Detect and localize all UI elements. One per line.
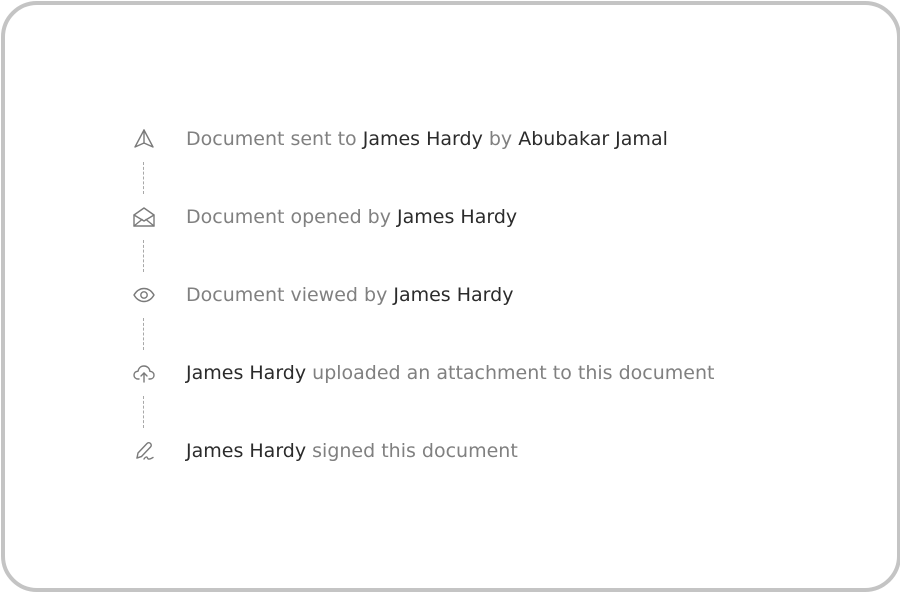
- timeline-event-uploaded: James Hardy uploaded an attachment to th…: [0, 358, 900, 388]
- cloud-upload-icon: [131, 361, 157, 385]
- event-description: James Hardy signed this document: [186, 440, 518, 462]
- timeline-event-sent: Document sent to James Hardy by Abubakar…: [0, 124, 900, 154]
- timeline-connector: [143, 240, 144, 272]
- envelope-open-icon: [131, 205, 157, 229]
- timeline-event-opened: Document opened by James Hardy: [0, 202, 900, 232]
- timeline-connector: [143, 162, 144, 194]
- event-text-part: signed this document: [306, 440, 518, 462]
- timeline-connector: [143, 396, 144, 428]
- event-description: Document sent to James Hardy by Abubakar…: [186, 128, 668, 150]
- actor-name: James Hardy: [186, 362, 307, 384]
- actor-name: James Hardy: [397, 206, 518, 228]
- send-icon: [131, 127, 157, 151]
- timeline-event-viewed: Document viewed by James Hardy: [0, 280, 900, 310]
- actor-name: Abubakar Jamal: [518, 128, 668, 150]
- event-text-part: uploaded an attachment to this document: [306, 362, 715, 384]
- event-description: James Hardy uploaded an attachment to th…: [186, 362, 714, 384]
- event-text-part: Document viewed by: [186, 284, 394, 306]
- actor-name: James Hardy: [362, 128, 483, 150]
- event-text-part: Document sent to: [186, 128, 363, 150]
- event-description: Document opened by James Hardy: [186, 206, 517, 228]
- event-text-part: Document opened by: [186, 206, 398, 228]
- actor-name: James Hardy: [393, 284, 514, 306]
- event-description: Document viewed by James Hardy: [186, 284, 513, 306]
- timeline-connector: [143, 318, 144, 350]
- actor-name: James Hardy: [186, 440, 307, 462]
- signature-pen-icon: [131, 439, 157, 463]
- eye-icon: [131, 283, 157, 307]
- event-text-part: by: [482, 128, 519, 150]
- timeline-event-signed: James Hardy signed this document: [0, 436, 900, 466]
